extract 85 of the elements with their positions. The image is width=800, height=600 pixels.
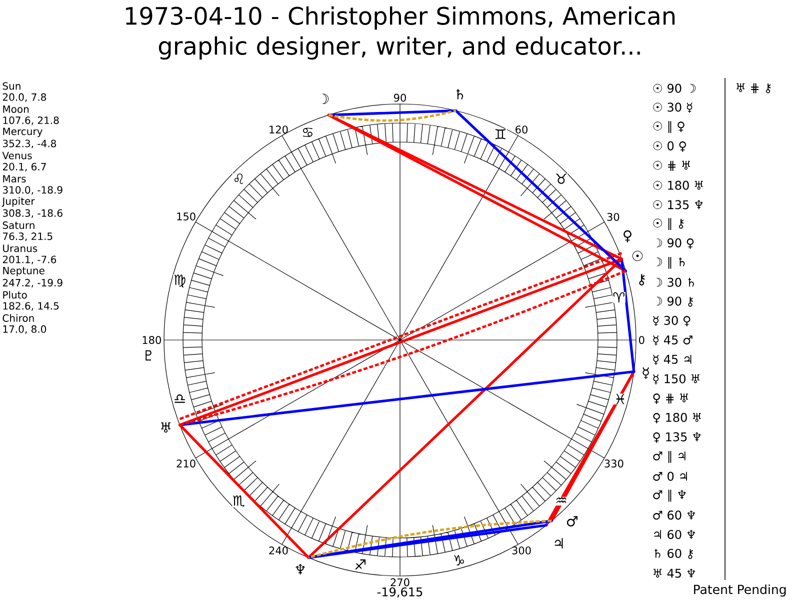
planet-symbol: ☽ [322, 94, 329, 104]
planet-name: Neptune [3, 266, 44, 276]
aspect-entry: ♄ 60 ⚷ [654, 548, 693, 559]
planet-name: Pluto [3, 290, 27, 299]
planet-name: Saturn [2, 221, 34, 229]
planet-symbol: ♀ [624, 230, 632, 242]
aspect-entry: ♂ 60 ♆ [653, 510, 696, 520]
aspect-entry: ☿ 150 ♅ [653, 374, 700, 384]
planet-name: Chiron [2, 314, 34, 322]
planet-symbol: ♄ [456, 89, 464, 100]
aspect-entry: ☿ 30 ♀ [653, 316, 690, 326]
position-value: 247.2, -19.9 [2, 278, 62, 288]
value-label: -19,615 [377, 587, 422, 598]
aspect-entry: ☉ ⋕ ♅ [653, 160, 690, 171]
planet-symbol: ♂ [566, 516, 578, 526]
footer-text: Patent Pending [694, 584, 786, 597]
degree-label: 330 [604, 460, 624, 468]
aspect-entry: ☿ 45 ♂ [653, 336, 692, 346]
aspect-entry: ♂ ∥ ♆ [653, 490, 686, 502]
aspect-line [178, 424, 310, 559]
aspect-entry: ☉ 30 ☿ [653, 102, 692, 113]
planet-symbol: ⚷ [639, 274, 645, 286]
planet-name: Mercury [3, 128, 42, 138]
position-value: 20.0, 7.8 [2, 93, 46, 102]
aspect-entry: ☽ 90 ⚷ [656, 296, 693, 307]
position-value: 76.3, 21.5 [3, 232, 52, 242]
aspect-entry: ☉ 135 ♆ [653, 200, 703, 210]
aspect-entry: ♅ ⋕ ⚷ [736, 83, 771, 94]
planet-name: Uranus [3, 244, 38, 252]
aspect-entry: ♀ 180 ♅ [653, 412, 701, 424]
planet-name: Moon [3, 105, 29, 113]
aspect-line [307, 258, 623, 559]
aspect-line [620, 258, 636, 373]
aspect-line [454, 109, 627, 272]
degree-label: 300 [512, 546, 531, 554]
aspect-entry: ☽ ∥ ♄ [656, 256, 685, 269]
planet-symbol: ♃ [554, 538, 563, 548]
position-value: 308.3, -18.6 [2, 209, 62, 218]
degree-label: 30 [607, 212, 620, 221]
degree-label: 60 [516, 126, 528, 134]
planet-symbol: ♅ [161, 422, 170, 433]
position-value: 182.6, 14.5 [3, 302, 59, 311]
aspect-entry: ☽ 30 ♄ [656, 278, 694, 287]
aspect-entry: ☉ ∥ ♀ [653, 121, 684, 133]
aspect-entry: ☉ 90 ☽ [653, 84, 696, 93]
degree-label: 120 [270, 126, 288, 134]
degree-label: 240 [269, 546, 288, 554]
zodiac-symbol: ♐ [354, 559, 367, 570]
position-value: 107.6, 21.8 [3, 116, 59, 126]
aspect-entry: ♅ 45 ♆ [654, 568, 696, 578]
title: 1973-04-10 - Christopher Simmons, American graphic designer, writer, and educator... [126, 6, 675, 60]
position-value: 20.1, 6.7 [2, 162, 46, 172]
degree-label: 180 [142, 336, 161, 344]
planet-name: Mars [3, 175, 26, 182]
degree-label: 0 [639, 336, 644, 344]
planet-symbol: ☉ [632, 250, 643, 261]
degree-label: 210 [176, 460, 196, 468]
aspect-entry: ♂ ∥ ♃ [653, 451, 686, 463]
degree-label: 90 [394, 94, 406, 102]
zodiac-symbol: ♋ [301, 128, 314, 138]
aspect-line [328, 110, 456, 122]
aspect-line [327, 109, 458, 116]
degree-label: 270 [390, 578, 410, 586]
degree-label: 150 [177, 212, 196, 220]
aspect-entry: ☽ 90 ♀ [656, 238, 694, 249]
aspect-entry: ☉ ∥ ⚷ [653, 218, 684, 230]
aspect-entry: ♃ 60 ♆ [654, 530, 696, 540]
aspect-entry: ☉ 180 ♅ [653, 180, 703, 190]
zodiac-symbol: ♑ [452, 554, 466, 566]
position-value: 17.0, 8.0 [3, 325, 46, 334]
planet-name: Venus [2, 152, 32, 160]
zodiac-symbol: ♎ [173, 394, 186, 404]
position-value: 201.1, -7.6 [2, 256, 56, 264]
planet-name: Sun [2, 82, 20, 90]
planet-symbol: ☿ [642, 367, 649, 380]
planet-name: Jupiter [2, 197, 35, 207]
aspect-entry: ♀ 135 ♆ [653, 432, 701, 443]
position-value: 352.3, -4.8 [2, 140, 56, 148]
aspect-entry: ☉ 0 ♀ [653, 141, 686, 152]
position-value: 310.0, -18.9 [2, 186, 62, 195]
aspect-entry: ♀ ⋕ ♅ [653, 394, 688, 404]
planet-symbol: ♆ [296, 564, 305, 574]
aspect-entry: ☿ 45 ♃ [653, 354, 692, 365]
aspect-entry: ♂ 0 ♃ [653, 472, 687, 481]
planet-symbol: ♇ [146, 350, 152, 360]
